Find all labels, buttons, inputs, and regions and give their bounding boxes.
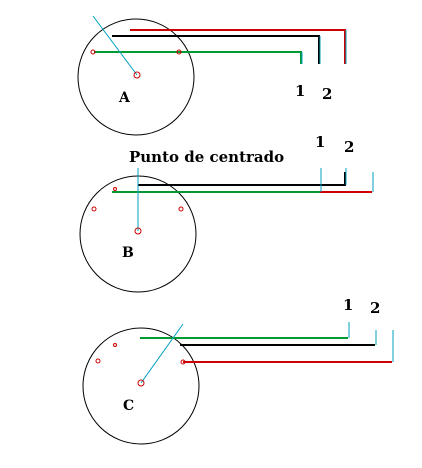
center-point-a xyxy=(133,71,141,79)
centering-line-c xyxy=(140,323,184,384)
hole-b2 xyxy=(178,206,184,212)
center-point-c xyxy=(137,379,145,387)
circle-a xyxy=(77,18,195,136)
diagram-b: 1 2 B xyxy=(79,133,374,293)
hole-c2 xyxy=(113,343,117,347)
hole-c3 xyxy=(180,359,186,365)
terminal-1-b: 1 xyxy=(315,133,325,151)
center-point-b xyxy=(134,227,142,235)
centering-line-a xyxy=(92,15,138,76)
circle-c xyxy=(82,327,200,445)
diagram-a: A 1 2 xyxy=(77,15,347,136)
label-a: A xyxy=(118,90,131,106)
label-c: C xyxy=(123,398,134,414)
terminal-2-a: 2 xyxy=(322,85,332,103)
label-b: B xyxy=(122,245,134,261)
black-wire-a xyxy=(112,35,320,64)
hole-c1 xyxy=(95,358,101,364)
hole-b3 xyxy=(113,187,117,191)
red-wire-a xyxy=(130,29,346,64)
terminal-1-a: 1 xyxy=(295,82,305,100)
hole-a2 xyxy=(176,49,182,55)
green-wire-a xyxy=(94,51,302,64)
terminal-2-b: 2 xyxy=(344,138,354,156)
hole-b1 xyxy=(91,206,97,212)
diagram-c: 1 2 C xyxy=(82,296,394,445)
title-punto-de-centrado: Punto de centrado xyxy=(129,148,284,166)
terminal-2-c: 2 xyxy=(370,299,380,317)
terminal-1-c: 1 xyxy=(343,296,353,314)
hole-a1 xyxy=(90,49,96,55)
black-wire-b xyxy=(138,172,346,186)
